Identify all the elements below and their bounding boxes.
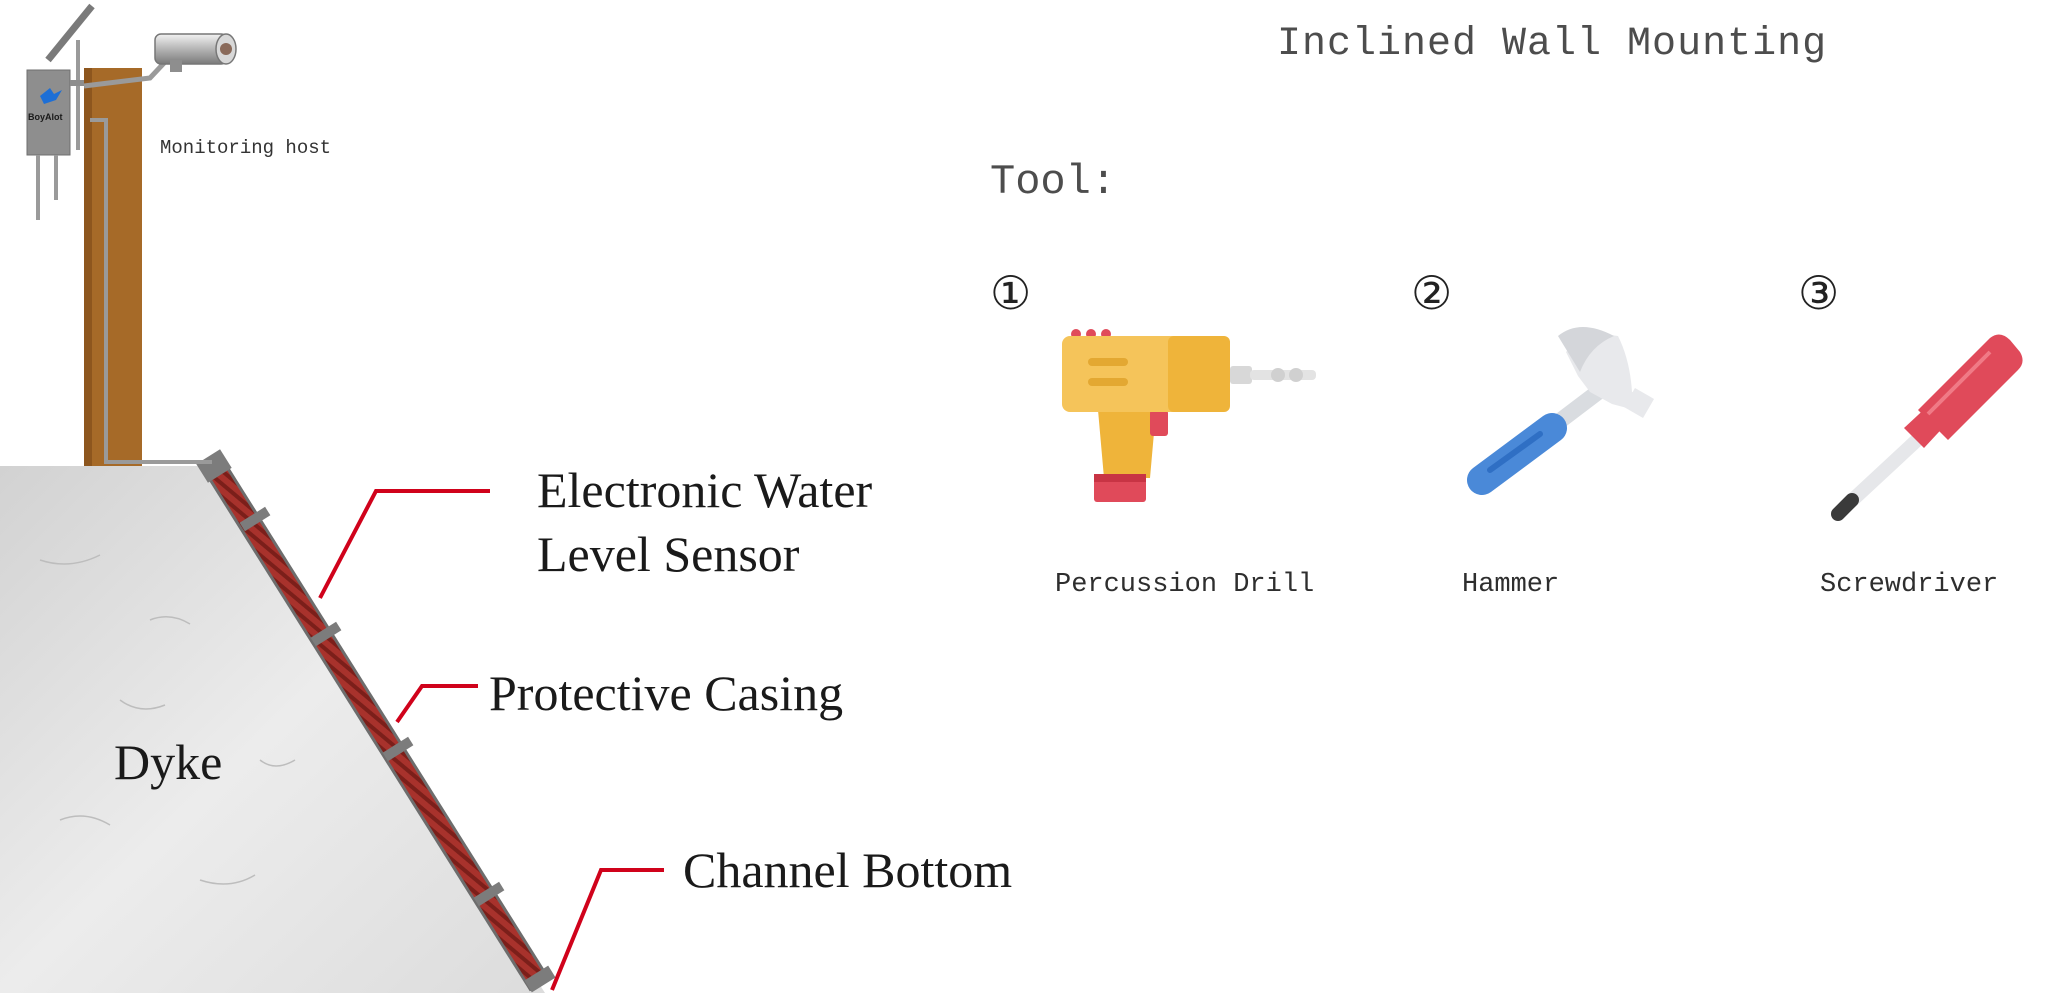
dyke-shape bbox=[0, 466, 545, 993]
protective-casing-label: Protective Casing bbox=[489, 665, 844, 721]
brand-logo-bird-icon bbox=[40, 88, 62, 104]
callout-casing bbox=[395, 684, 478, 724]
tool-number-1: ① bbox=[990, 266, 1032, 320]
brand-logo-text: BoyAlot bbox=[28, 112, 63, 122]
monitoring-host-label: Monitoring host bbox=[160, 137, 332, 159]
tool-name-screwdriver: Screwdriver bbox=[1820, 570, 1999, 600]
channel-bottom-label: Channel Bottom bbox=[683, 842, 1013, 898]
sensor-label-line2: Level Sensor bbox=[537, 526, 800, 582]
signal-cable bbox=[90, 118, 212, 464]
tool-heading: Tool: bbox=[990, 158, 1117, 206]
callout-sensor bbox=[318, 489, 490, 599]
sensor-label-line1: Electronic Water bbox=[537, 462, 873, 518]
camera-icon bbox=[154, 33, 237, 72]
page-title: Inclined Wall Mounting bbox=[1277, 22, 1828, 67]
percussion-drill-icon bbox=[1062, 329, 1316, 502]
tool-name-hammer: Hammer bbox=[1462, 570, 1560, 600]
mounting-pole bbox=[84, 68, 142, 466]
callout-lines bbox=[318, 489, 664, 991]
tool-name-percussion-drill: Percussion Drill bbox=[1055, 570, 1315, 600]
protective-casing-tube bbox=[196, 449, 556, 993]
hammer-icon bbox=[1467, 327, 1655, 495]
screwdriver-icon bbox=[1831, 334, 2023, 521]
callout-channel-bottom bbox=[550, 868, 664, 991]
monitoring-host-unit bbox=[26, 3, 167, 220]
tool-number-3: ③ bbox=[1798, 266, 1840, 320]
tool-number-2: ② bbox=[1411, 266, 1453, 320]
dyke-label: Dyke bbox=[114, 734, 223, 790]
